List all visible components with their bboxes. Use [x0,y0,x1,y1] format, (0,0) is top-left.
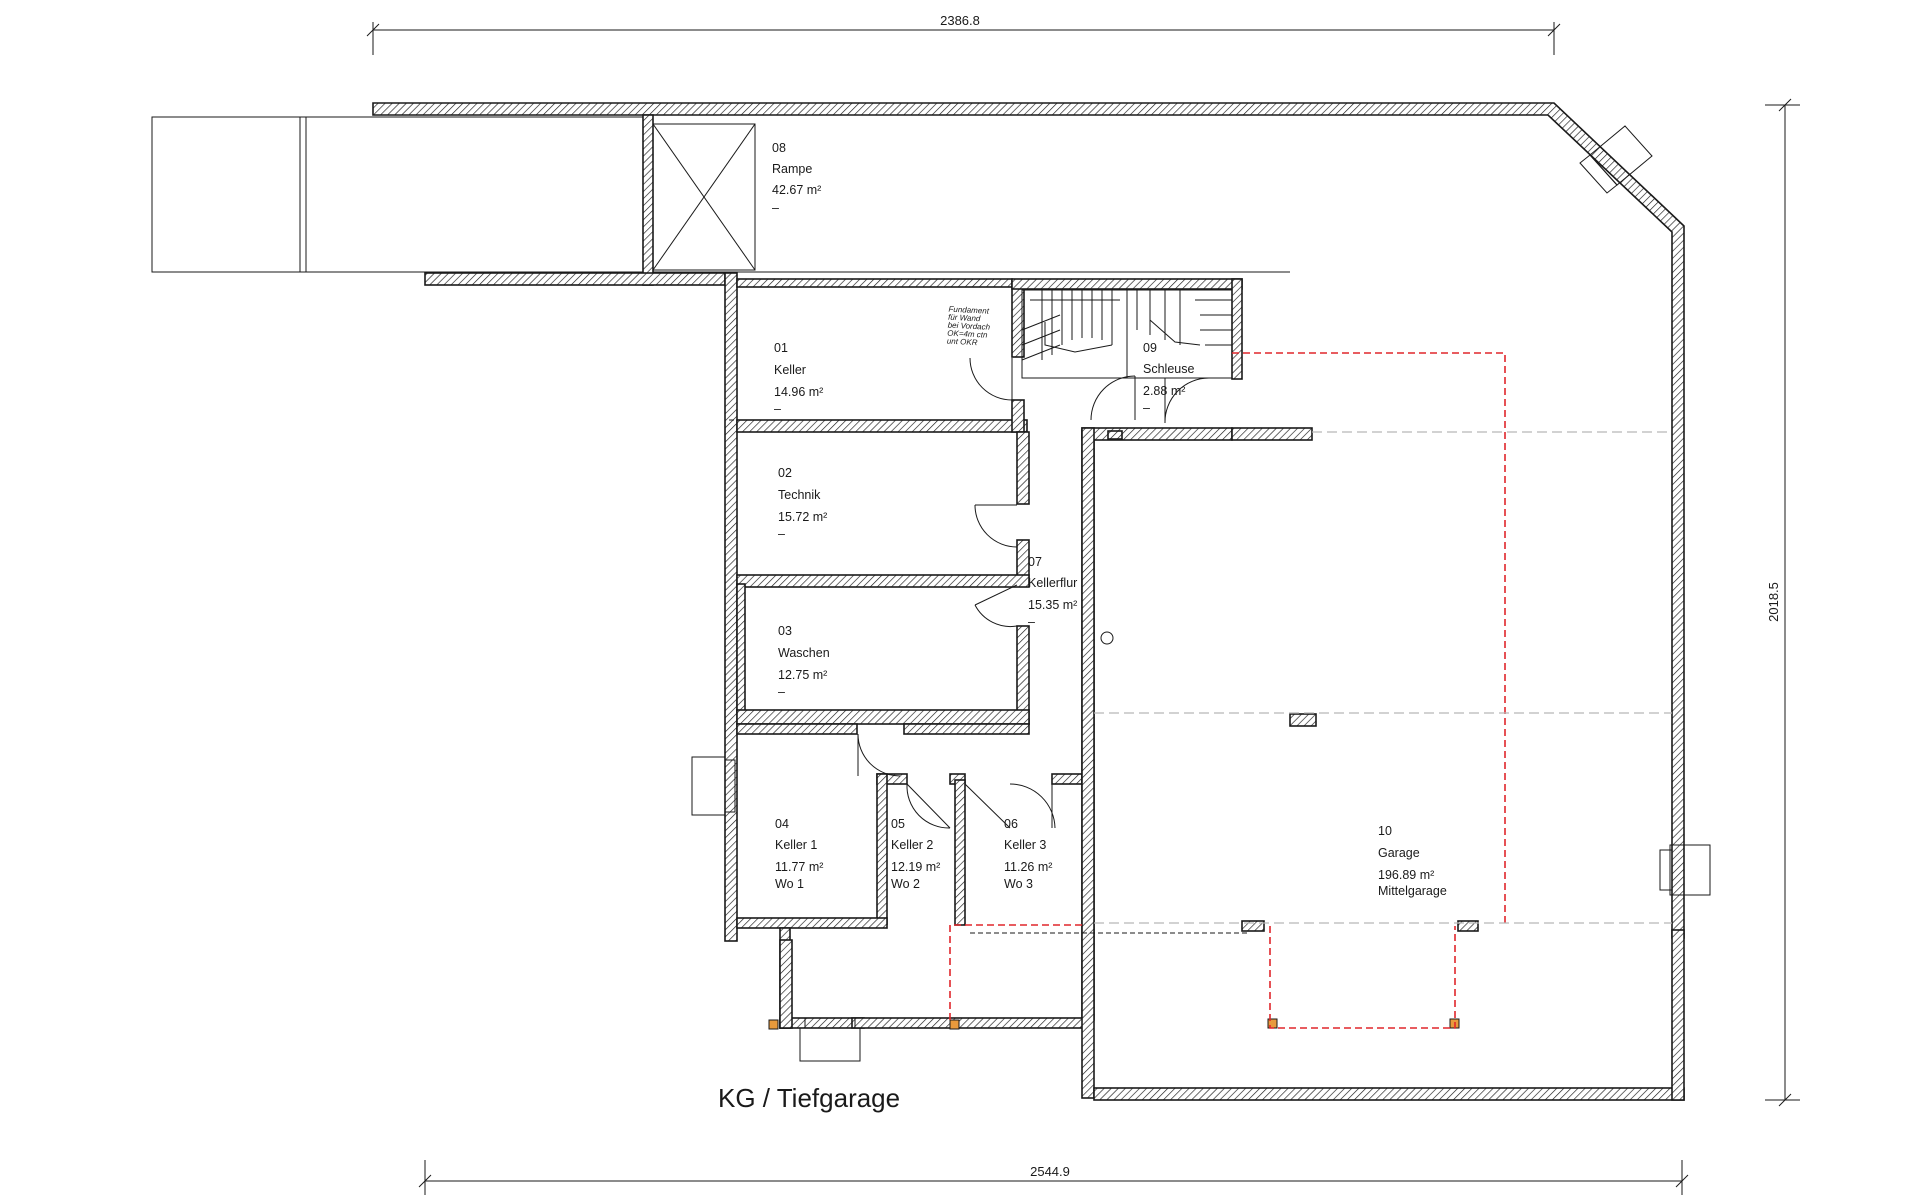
dimension-top [366,22,1561,55]
doors [857,357,1210,829]
svg-text:11.77 m²: 11.77 m² [775,860,823,874]
svg-text:Waschen: Waschen [778,646,830,660]
svg-text:–: – [1143,401,1150,415]
room-technik: 02 Technik 15.72 m² – [778,466,827,541]
svg-text:Mittelgarage: Mittelgarage [1378,884,1447,898]
svg-text:unt OKR: unt OKR [947,337,978,348]
svg-text:12.75 m²: 12.75 m² [778,668,827,682]
svg-text:11.26 m²: 11.26 m² [1004,860,1052,874]
svg-text:Wo 2: Wo 2 [891,877,920,891]
svg-text:Wo 3: Wo 3 [1004,877,1033,891]
staircase [1021,289,1233,379]
svg-text:2.88 m²: 2.88 m² [1143,384,1185,398]
ramp-opening [652,123,756,271]
room-kellerflur: 07 Kellerflur 15.35 m² – [1028,555,1077,629]
svg-text:Kellerflur: Kellerflur [1028,576,1077,590]
room-keller-2: 05 Keller 2 12.19 m² Wo 2 [891,817,940,891]
walls [372,102,1685,1101]
room-waschen: 03 Waschen 12.75 m² – [778,624,830,699]
svg-text:bei Vordach: bei Vordach [947,321,990,332]
dimension-bottom [418,1160,1689,1195]
svg-text:–: – [772,201,779,215]
svg-text:Keller: Keller [774,363,806,377]
svg-text:für Wand: für Wand [948,313,981,324]
svg-text:–: – [778,527,785,541]
svg-text:10: 10 [1378,824,1392,838]
dimension-right [1765,98,1800,1107]
svg-text:OK=4m ctn: OK=4m ctn [947,329,988,340]
room-keller-1: 04 Keller 1 11.77 m² Wo 1 [775,817,823,891]
drain [1100,631,1114,645]
foundation-note: Fundament für Wand bei Vordach OK=4m ctn… [947,305,991,348]
room-garage: 10 Garage 196.89 m² Mittelgarage [1378,824,1447,898]
plan-title: KG / Tiefgarage [718,1083,900,1113]
svg-text:–: – [1028,615,1035,629]
svg-text:196.89 m²: 196.89 m² [1378,868,1434,882]
svg-text:09: 09 [1143,341,1157,355]
dimension-right-label: 2018.5 [1766,582,1781,622]
svg-text:Rampe: Rampe [772,162,812,176]
svg-text:Schleuse: Schleuse [1143,362,1194,376]
svg-text:15.35 m²: 15.35 m² [1028,598,1077,612]
svg-text:01: 01 [774,341,788,355]
svg-text:04: 04 [775,817,789,831]
room-schleuse: 09 Schleuse 2.88 m² – [1143,341,1194,415]
svg-text:Keller 1: Keller 1 [775,838,817,852]
svg-text:Keller 3: Keller 3 [1004,838,1046,852]
svg-text:12.19 m²: 12.19 m² [891,860,940,874]
svg-text:03: 03 [778,624,792,638]
svg-text:06: 06 [1004,817,1018,831]
garage-dashed-lines [729,352,1672,1029]
svg-text:Fundament: Fundament [948,305,990,316]
svg-text:08: 08 [772,141,786,155]
svg-text:Wo 1: Wo 1 [775,877,804,891]
room-rampe: 08 Rampe 42.67 m² – [772,141,821,215]
svg-text:Garage: Garage [1378,846,1420,860]
svg-text:Keller 2: Keller 2 [891,838,933,852]
light-shafts [691,125,1711,1062]
svg-text:Technik: Technik [778,488,821,502]
svg-text:05: 05 [891,817,905,831]
room-keller: 01 Keller 14.96 m² – [774,341,823,416]
svg-text:–: – [778,685,785,699]
svg-text:07: 07 [1028,555,1042,569]
ramp-outline [151,116,1290,273]
svg-text:15.72 m²: 15.72 m² [778,510,827,524]
dimension-bottom-label: 2544.9 [1030,1164,1070,1179]
room-keller-3: 06 Keller 3 11.26 m² Wo 3 [1004,817,1052,891]
dimension-top-label: 2386.8 [940,13,980,28]
svg-text:–: – [774,402,781,416]
svg-text:42.67 m²: 42.67 m² [772,183,821,197]
svg-text:14.96 m²: 14.96 m² [774,385,823,399]
svg-text:02: 02 [778,466,792,480]
